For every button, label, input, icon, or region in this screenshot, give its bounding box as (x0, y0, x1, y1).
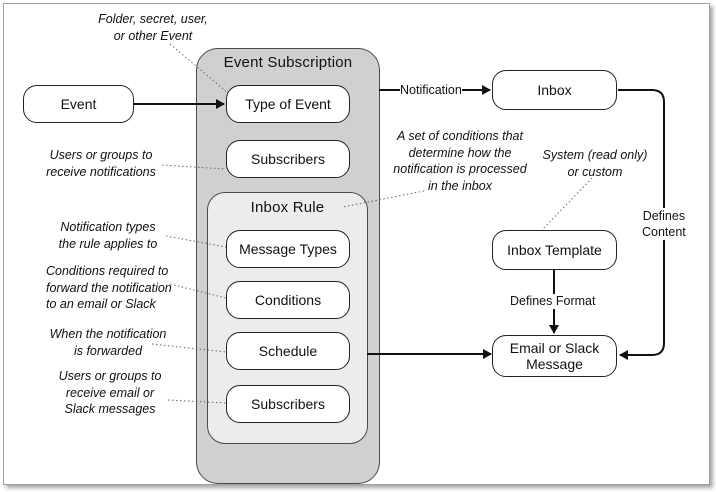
note-users-receive: Users or groups to receive notifications (46, 148, 156, 179)
type-of-event-node: Type of Event (226, 85, 350, 123)
defines-format-label: Defines Format (510, 294, 596, 309)
defines-content-label: Defines Content (642, 208, 686, 240)
inbox-template-node: Inbox Template (492, 230, 617, 270)
conditions-node: Conditions (226, 281, 350, 319)
email-node-line1: Email or Slack (509, 340, 600, 356)
event-subscription-title: Event Subscription (223, 54, 353, 71)
note-conditions-required: Conditions required to forward the notif… (46, 264, 172, 311)
note-folder: Folder, secret, user, or other Event (98, 12, 208, 43)
note-notification-types: Notification types the rule applies to (58, 220, 158, 251)
email-or-slack-node: Email or Slack Message (492, 335, 617, 377)
event-node: Event (23, 85, 134, 123)
notification-label: Notification (400, 83, 462, 98)
schedule-node: Schedule (226, 332, 350, 370)
inbox-rule-title: Inbox Rule (250, 199, 325, 216)
note-when-forwarded: When the notification is forwarded (49, 327, 167, 358)
inbox-node: Inbox (492, 70, 617, 110)
note-set-of-conditions: A set of conditions that determine how t… (393, 129, 527, 193)
message-types-node: Message Types (226, 230, 350, 268)
rule-subscribers-node: Subscribers (226, 385, 350, 423)
note-system-or-custom: System (read only) or custom (542, 148, 648, 179)
note-users-email: Users or groups to receive email or Slac… (58, 369, 162, 416)
subscribers-node: Subscribers (226, 140, 350, 178)
email-node-line2: Message (526, 356, 583, 372)
